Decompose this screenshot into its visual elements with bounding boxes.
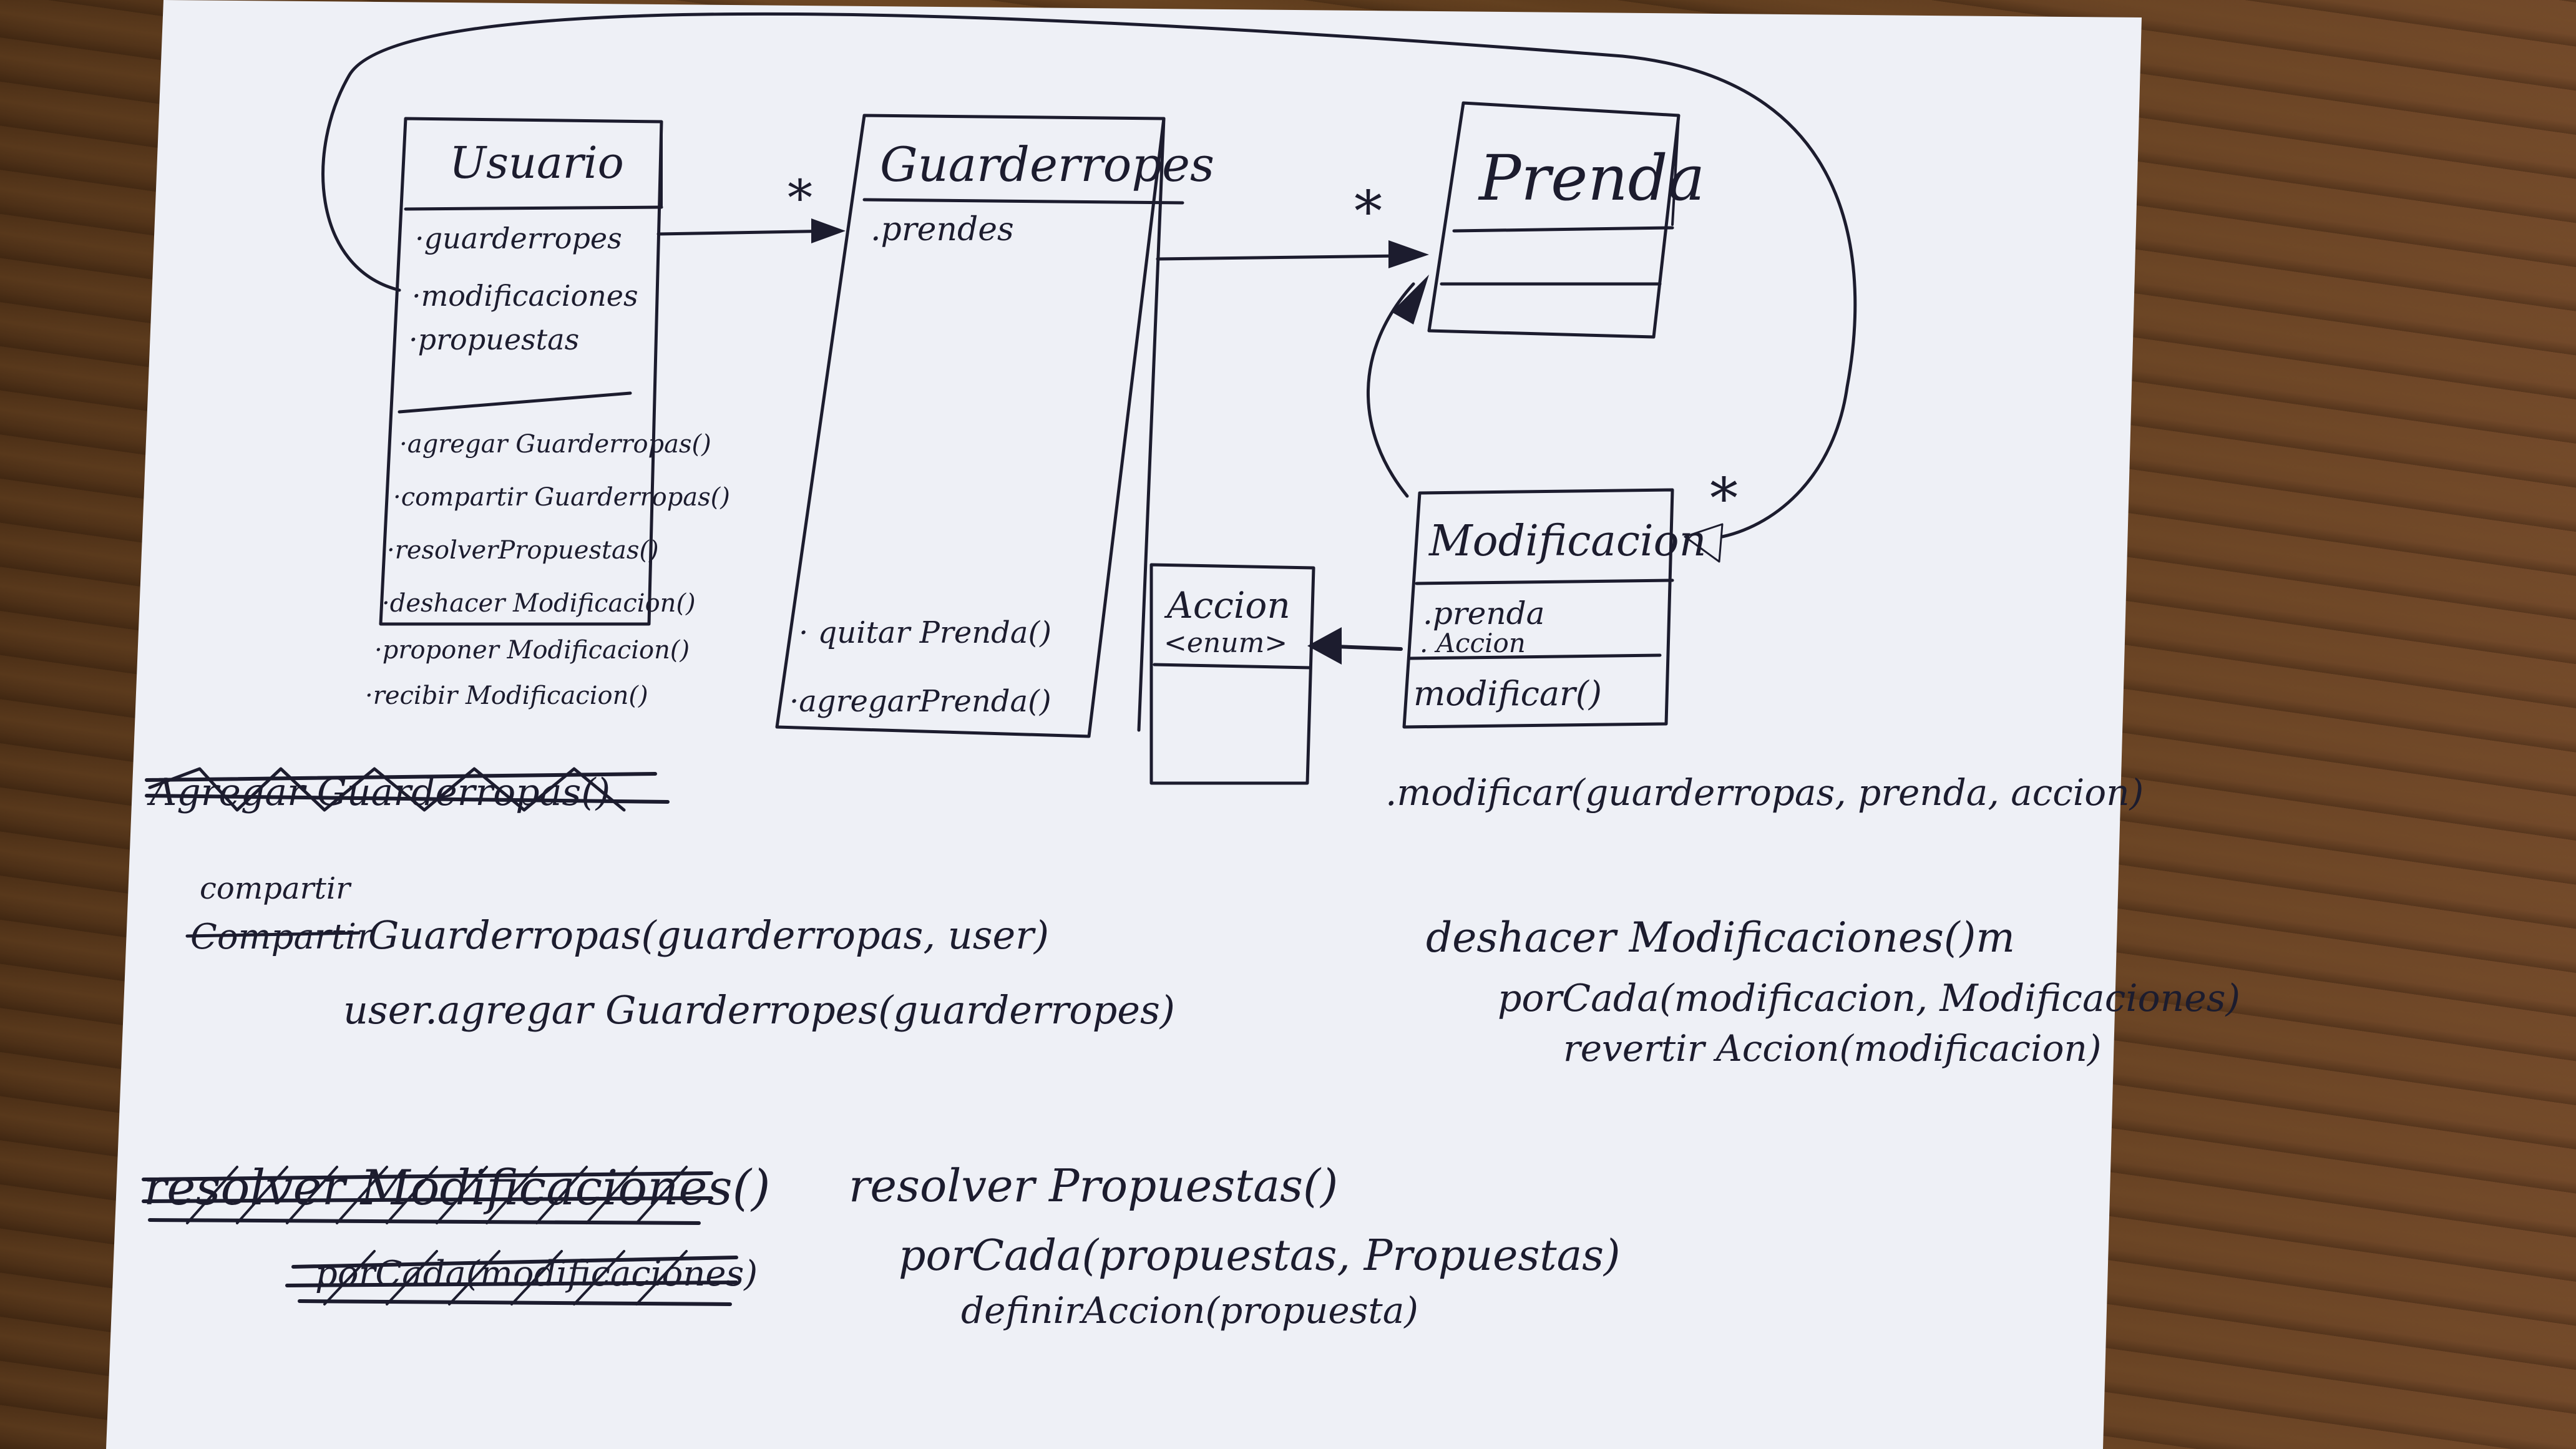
note-resolver-loop: porCada(propuestas, Propuestas)	[899, 1231, 1621, 1281]
class-modificacion: Modificacion .prenda . Accion modificar(…	[1402, 488, 1706, 729]
usuario-method-deshacer: ·deshacer Modificacion()	[382, 589, 696, 618]
arrowhead-to-modificacion	[1684, 523, 1724, 563]
guardarropas-prenda-association	[1156, 254, 1403, 261]
arrowhead-modificacion-to-prenda	[1392, 275, 1429, 324]
class-usuario: Usuario ·guarderropes ·modificaciones ·p…	[365, 117, 730, 710]
class-guardarropas: Guarderropes .prendes · quitar Prenda() …	[775, 114, 1214, 738]
arrowhead-to-guardarropas	[811, 218, 846, 243]
usuario-attr-propuestas: ·propuestas	[409, 323, 579, 356]
usuario-attr-guarderropes: ·guarderropes	[415, 222, 622, 255]
note-deshacer-body: revertir Accion(modificacion)	[1563, 1027, 2101, 1070]
note-modificar-signature: .modificar(guarderropas, prenda, accion)	[1385, 771, 2144, 814]
usuario-attr-modificaciones: ·modificaciones	[412, 279, 638, 313]
guardarropas-attr-prendas: .prendes	[871, 211, 1014, 248]
note-resolver-signature: resolver Propuestas()	[849, 1159, 1338, 1212]
guardarropas-method-quitar: · quitar Prenda()	[799, 615, 1051, 650]
prenda-title: Prenda	[1478, 142, 1705, 215]
modificacion-title: Modificacion	[1428, 517, 1706, 566]
note-resolver-body: definirAccion(propuesta)	[961, 1289, 1418, 1332]
usuario-method-recibir: ·recibir Modificacion()	[365, 681, 648, 710]
modificacion-method-modificar: modificar()	[1413, 674, 1602, 713]
class-accion: Accion <enum>	[1149, 563, 1315, 785]
modificacion-attr-accion: . Accion	[1420, 628, 1526, 658]
crossed-out-resolver-modificaciones: resolver Modificaciones()	[142, 1160, 770, 1225]
multiplicity-modificacion: *	[1710, 466, 1738, 532]
guardarropas-method-agregar: ·agregarPrenda()	[789, 684, 1051, 719]
usuario-guardarropas-association	[656, 229, 838, 236]
note-deshacer-signature: deshacer Modificaciones()m	[1426, 914, 2015, 962]
multiplicity-prenda: *	[1354, 179, 1382, 245]
usuario-method-proponer: ·proponer Modificacion()	[374, 636, 690, 665]
guardarropas-title: Guarderropes	[880, 137, 1214, 192]
arrowhead-to-prenda	[1388, 240, 1429, 268]
crossed-out-compartir: Compartir	[185, 917, 375, 957]
note-compartir-body: user.agregar Guarderropes(guarderropes)	[343, 987, 1175, 1033]
note-compartir-correction: compartir	[200, 871, 352, 906]
usuario-method-resolver: ·resolverPropuestas()	[387, 536, 659, 565]
crossed-out-agregar: Agregar Guarderropas()	[145, 767, 670, 814]
svg-text:resolver Modificaciones(): resolver Modificaciones()	[144, 1160, 770, 1216]
accion-title: Accion	[1164, 584, 1290, 627]
note-compartir-signature: Guarderropas(guarderropas, user)	[368, 912, 1049, 958]
accion-stereotype: <enum>	[1164, 627, 1287, 659]
modificacion-attr-prenda: .prenda	[1423, 595, 1544, 632]
usuario-modificacion-association	[321, 12, 1857, 539]
usuario-method-compartir: ·compartir Guarderropas()	[393, 483, 730, 512]
paper-sheet	[106, 0, 2142, 1449]
multiplicity-guardarropas: *	[788, 169, 812, 227]
class-prenda: Prenda	[1427, 101, 1705, 339]
arrowhead-to-accion	[1307, 627, 1342, 665]
usuario-title: Usuario	[449, 137, 624, 188]
usuario-method-agregar: ·agregar Guarderropas()	[399, 430, 711, 459]
note-deshacer-loop: porCada(modificacion, Modificaciones)	[1498, 977, 2240, 1020]
crossed-out-porcada-modificaciones: porCada(modificaciones)	[285, 1250, 758, 1306]
